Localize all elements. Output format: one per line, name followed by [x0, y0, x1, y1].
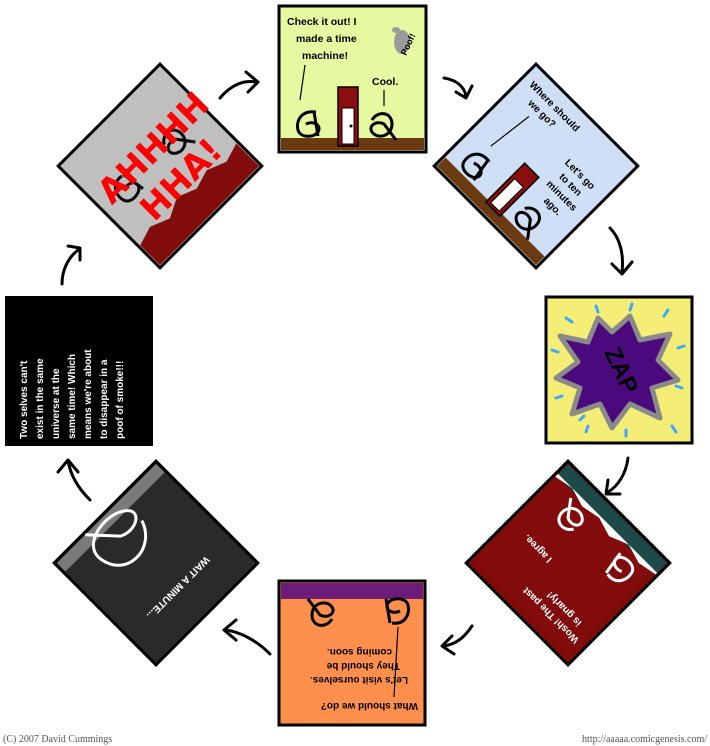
panel-3: ZAP: [544, 295, 694, 445]
arrow-1: [218, 70, 260, 100]
panel-8: AHHHH HHA!: [56, 62, 264, 270]
p1-reply: Cool.: [372, 76, 398, 88]
p1-line-3: machine!: [302, 50, 348, 62]
p7-line-3: universe at the: [51, 368, 62, 439]
character-b: [296, 110, 321, 138]
arrow-6: [222, 618, 272, 656]
arrow-5: [440, 624, 474, 656]
p5-reply-1: Let's visit ourselves.: [310, 674, 408, 685]
p7-line-5: means we're about: [83, 349, 94, 439]
p7-line-4: same time! Which: [67, 354, 78, 439]
panel-5: What should we do? Let's visit ourselves…: [277, 579, 427, 727]
p7-line-2: exist in the same: [35, 358, 46, 439]
arrow-7: [56, 458, 92, 502]
p5-reply-3: coming soon.: [327, 646, 392, 657]
p7-line-1: Two selves can't: [19, 360, 30, 439]
character-a: [369, 112, 398, 141]
arrow-2: [442, 76, 474, 100]
panel-4: Wosh! The past is gnarly! I agree.: [464, 459, 672, 667]
zap-burst: [553, 313, 681, 431]
p7-line-6: to disappear in a: [99, 359, 110, 439]
panel-2: Where should we go? Let's go to ten minu…: [432, 62, 640, 270]
copyright-text: (C) 2007 David Cummings: [3, 734, 112, 745]
p5-reply-2: They should be: [326, 660, 400, 671]
character-big-a: [85, 509, 148, 567]
flow-arrows: [56, 70, 634, 656]
p5-line-1: What should we do?: [321, 700, 418, 711]
panel-6: WAIT A MINUTE...: [52, 459, 260, 667]
p1-line-1: Check it out! I: [287, 16, 357, 28]
arrow-4: [604, 456, 630, 496]
arrow-8: [60, 244, 82, 286]
panel-7: Two selves can't exist in the same unive…: [5, 296, 153, 446]
arrow-3: [608, 226, 634, 276]
panel-1: Check it out! I made a time machine! Coo…: [277, 4, 428, 154]
site-url[interactable]: http://aaaaa.comicgenesis.com/: [582, 734, 707, 745]
spark-lines: [550, 302, 686, 438]
p7-line-7: poof of smoke!!!: [115, 361, 126, 439]
p1-line-2: made a time: [296, 33, 357, 45]
